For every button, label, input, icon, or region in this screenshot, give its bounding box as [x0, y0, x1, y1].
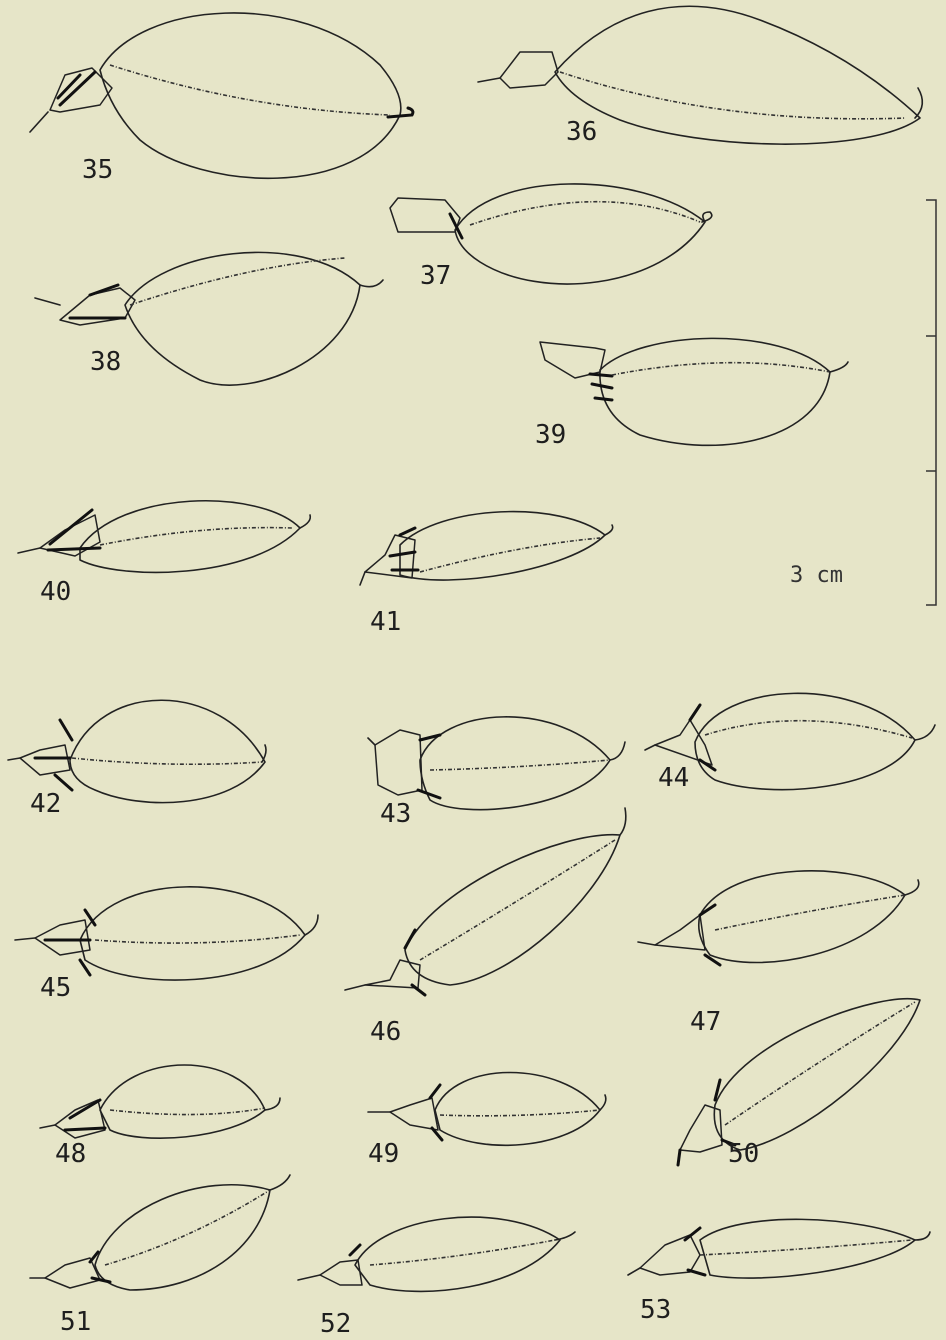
figure-label-40: 40	[40, 577, 71, 607]
figure-label-44: 44	[658, 763, 689, 793]
fruit-42	[8, 700, 266, 802]
fruit-48	[40, 1065, 280, 1138]
figure-label-49: 49	[368, 1139, 399, 1169]
figure-label-51: 51	[60, 1307, 91, 1337]
fruit-46	[345, 808, 626, 995]
figure-label-46: 46	[370, 1017, 401, 1047]
fruit-51	[30, 1175, 290, 1290]
figure-label-47: 47	[690, 1007, 721, 1037]
fruit-53	[628, 1219, 930, 1278]
fruit-43	[368, 717, 625, 810]
fruit-41	[360, 512, 613, 585]
fruit-49	[368, 1073, 606, 1146]
fruit-36	[478, 6, 922, 144]
fruit-39	[540, 338, 848, 445]
figure-label-39: 39	[535, 420, 566, 450]
fruit-52	[298, 1217, 575, 1291]
figure-label-48: 48	[55, 1139, 86, 1169]
figure-label-38: 38	[90, 347, 121, 377]
figure-label-42: 42	[30, 789, 61, 819]
fruit-40	[18, 501, 310, 573]
figure-label-45: 45	[40, 973, 71, 1003]
figure-label-35: 35	[82, 155, 113, 185]
scale-bar-label: 3 cm	[790, 563, 843, 588]
fruit-35	[30, 13, 413, 178]
fruit-47	[638, 871, 919, 965]
figure-label-53: 53	[640, 1295, 671, 1325]
figure-label-52: 52	[320, 1309, 351, 1339]
scale-bar	[926, 200, 936, 605]
figure-label-37: 37	[420, 261, 451, 291]
figure-label-36: 36	[566, 117, 597, 147]
figure-label-43: 43	[380, 799, 411, 829]
fruit-45	[15, 887, 318, 980]
figure-label-50: 50	[728, 1139, 759, 1169]
fruit-38	[35, 252, 383, 385]
figure-label-41: 41	[370, 607, 401, 637]
